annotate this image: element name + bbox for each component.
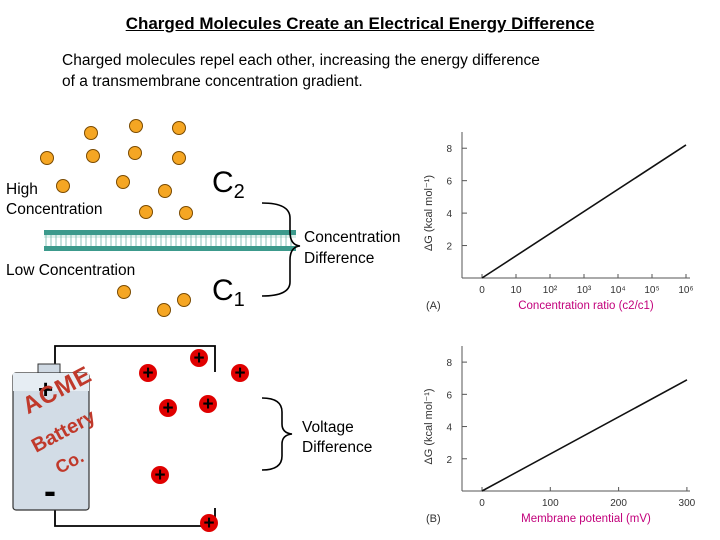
- ion-sign: +: [202, 394, 213, 415]
- x-tick-label: 0: [479, 498, 485, 509]
- voltage-difference-line-1: Voltage: [302, 419, 354, 436]
- molecule: [172, 121, 186, 135]
- y-tick-label: 6: [446, 177, 452, 188]
- panel-label: (A): [426, 300, 441, 312]
- high-label-line-1: High: [6, 181, 38, 198]
- page-title: Charged Molecules Create an Electrical E…: [125, 14, 595, 33]
- low-concentration-label: Low Concentration: [6, 262, 136, 279]
- molecule: [172, 151, 186, 165]
- ion-sign: +: [154, 465, 165, 486]
- molecule: [129, 119, 143, 133]
- molecule: [56, 179, 70, 193]
- series-line: [481, 144, 687, 279]
- membrane: [44, 230, 296, 251]
- molecule: [179, 206, 193, 220]
- molecule: [86, 149, 100, 163]
- x-tick-label: 200: [610, 498, 627, 509]
- chart-concentration: 2 4 6 8 0 10 10² 10³ 10⁴ 10⁵ 10⁶ ΔG (kcal mol⁻¹) Con…: [423, 132, 694, 312]
- c1-label: C1: [212, 274, 245, 311]
- panel-label: (B): [426, 513, 441, 525]
- high-label-line-2: Concentration: [6, 201, 103, 218]
- y-tick-label: 2: [446, 455, 452, 466]
- x-tick-label: 10²: [543, 285, 558, 296]
- concentration-brace: [261, 202, 301, 297]
- concentration-difference-line-2: Difference: [304, 250, 375, 267]
- x-tick-label: 100: [542, 498, 559, 509]
- y-tick-label: 4: [446, 423, 452, 434]
- molecules: [40, 119, 193, 317]
- molecule: [158, 184, 172, 198]
- x-tick-label: 300: [679, 498, 696, 509]
- x-tick-label: 10⁴: [610, 285, 625, 296]
- c2-label: C2: [212, 166, 245, 203]
- molecule: [84, 126, 98, 140]
- molecule: [139, 205, 153, 219]
- x-tick-label: 0: [479, 285, 485, 296]
- y-tick-label: 6: [446, 390, 452, 401]
- voltage-brace: [261, 397, 293, 471]
- y-axis-label: ΔG (kcal mol⁻¹): [423, 175, 435, 251]
- battery: [12, 345, 216, 527]
- series-line: [481, 379, 688, 492]
- y-tick-label: 4: [446, 209, 452, 220]
- molecule: [40, 151, 54, 165]
- y-tick-label: 8: [446, 358, 452, 369]
- x-tick-label: 10⁵: [644, 285, 659, 296]
- molecule: [157, 303, 171, 317]
- ions: + + + + + + +: [139, 348, 249, 534]
- x-tick-label: 10: [510, 285, 522, 296]
- y-tick-label: 2: [446, 242, 452, 253]
- ion-sign: +: [193, 348, 204, 369]
- ion: +: [200, 513, 218, 534]
- voltage-difference-line-2: Difference: [302, 439, 373, 456]
- battery-minus: -: [44, 470, 56, 511]
- y-tick-label: 8: [446, 144, 452, 155]
- ion-sign: +: [142, 363, 153, 384]
- ion: +: [190, 348, 208, 369]
- molecule: [128, 146, 142, 160]
- concentration-difference-line-1: Concentration: [304, 229, 401, 246]
- molecule: [177, 293, 191, 307]
- battery-plus: +: [38, 374, 54, 404]
- y-axis-label: ΔG (kcal mol⁻¹): [423, 388, 435, 464]
- x-tick-label: 10³: [577, 285, 592, 296]
- x-tick-label: 10⁶: [678, 285, 693, 296]
- ion: +: [199, 394, 217, 415]
- ion: +: [231, 363, 249, 384]
- x-axis-label: Concentration ratio (c2/c1): [518, 300, 654, 312]
- chart-voltage: 2 4 6 8 0 100 200 300 ΔG (kcal mol⁻¹) Membrane po…: [423, 346, 696, 525]
- ion-sign: +: [162, 398, 173, 419]
- molecule: [117, 285, 131, 299]
- ion: +: [139, 363, 157, 384]
- x-axis-label: Membrane potential (mV): [521, 513, 651, 525]
- ion: +: [151, 465, 169, 486]
- ion: +: [159, 398, 177, 419]
- ion-sign: +: [234, 363, 245, 384]
- molecule: [116, 175, 130, 189]
- subtitle-line-1: Charged molecules repel each other, incr…: [62, 52, 540, 69]
- ion-sign: +: [203, 513, 214, 534]
- subtitle-line-2: of a transmembrane concentration gradien…: [62, 73, 363, 90]
